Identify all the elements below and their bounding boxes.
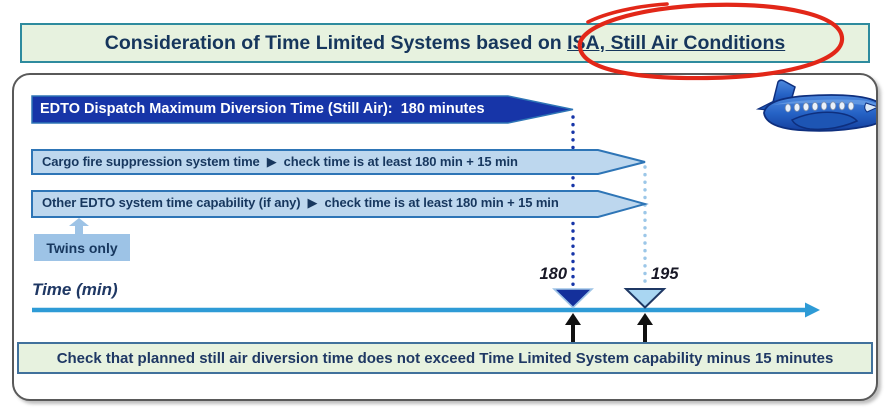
footer-note-box: Check that planned still air diversion t… — [17, 342, 873, 374]
edto-banner-arrow — [31, 95, 574, 124]
title-underlined: ISA, Still Air Conditions — [567, 31, 786, 54]
pointer-arrow-195-icon — [637, 313, 653, 343]
marker-label-180: 180 — [539, 265, 567, 283]
airplane-icon — [755, 79, 876, 132]
cargo-arrow-label: Cargo fire suppression system time ▶ che… — [42, 154, 518, 169]
twins-only-label: Twins only — [46, 239, 118, 256]
twins-connector-arrow-icon — [69, 218, 89, 234]
footer-note-text: Check that planned still air diversion t… — [56, 349, 834, 367]
pointer-arrow-180-icon — [565, 313, 581, 343]
time-axis-label: Time (min) — [32, 280, 118, 299]
marker-triangle-195 — [623, 288, 667, 309]
timeline-arrowhead-icon — [805, 302, 820, 318]
marker-label-195: 195 — [651, 265, 679, 283]
title-prefix: Consideration of Time Limited Systems ba… — [104, 31, 568, 54]
title-banner: Consideration of Time Limited Systems ba… — [20, 23, 870, 63]
cargo-arrow — [31, 149, 646, 175]
page-title: Consideration of Time Limited Systems ba… — [105, 32, 785, 55]
other-edto-arrow — [31, 190, 649, 218]
marker-triangle-180 — [552, 288, 594, 309]
twins-only-tag: Twins only — [34, 234, 130, 261]
diagram-graphics — [31, 79, 876, 343]
diagram-panel: EDTO Dispatch Maximum Diversion Time (St… — [12, 73, 878, 401]
edto-banner-label: EDTO Dispatch Maximum Diversion Time (St… — [40, 101, 485, 117]
other-edto-arrow-label: Other EDTO system time capability (if an… — [42, 195, 559, 210]
